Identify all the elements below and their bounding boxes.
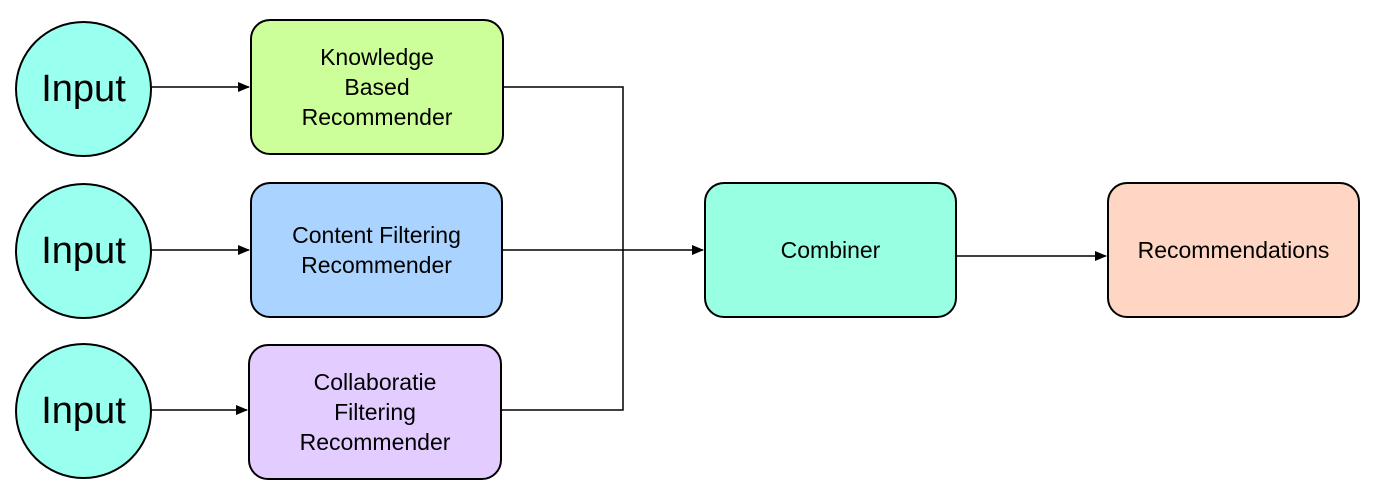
input-label: Input <box>41 67 126 110</box>
recommender-label: Knowledge Based Recommender <box>301 44 453 130</box>
input-label: Input <box>41 229 126 272</box>
combiner-box: Combiner <box>704 182 957 318</box>
recommender-label: Collaboratie Filtering Recommender <box>299 369 451 455</box>
input-node-1: Input <box>15 21 152 157</box>
connector-knowledge-to-combiner <box>503 86 624 250</box>
connector-collaborative-to-combiner <box>501 250 624 411</box>
input-node-3: Input <box>15 343 152 479</box>
recommendations-label: Recommendations <box>1137 237 1330 263</box>
input-label: Input <box>41 389 126 432</box>
recommender-label: Content Filtering Recommender <box>292 222 461 278</box>
combiner-label: Combiner <box>780 237 881 263</box>
knowledge-based-recommender-box: Knowledge Based Recommender <box>250 19 504 155</box>
recommendations-box: Recommendations <box>1107 182 1360 318</box>
input-node-2: Input <box>15 183 152 319</box>
collaborative-filtering-recommender-box: Collaboratie Filtering Recommender <box>248 344 502 480</box>
content-filtering-recommender-box: Content Filtering Recommender <box>250 182 503 318</box>
